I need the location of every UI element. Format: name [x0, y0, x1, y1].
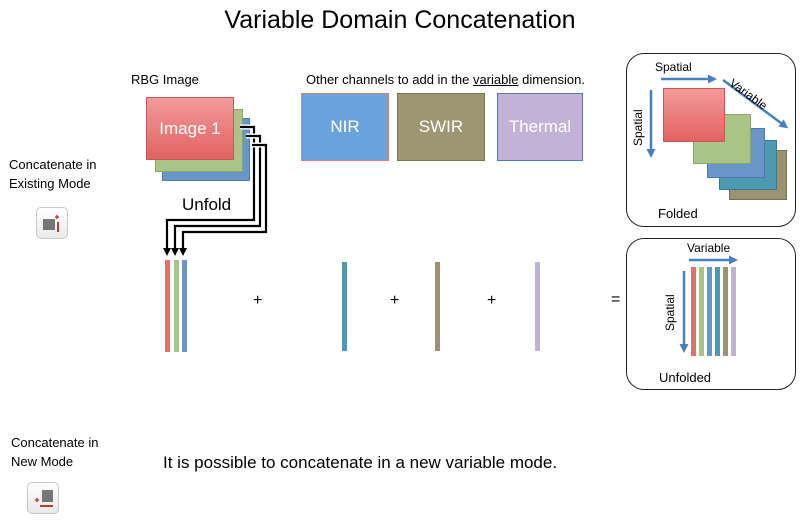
unfolded-bar-red — [691, 267, 696, 356]
bar-red — [165, 260, 170, 352]
plus-sign-1: + — [253, 292, 263, 309]
unfolded-variable: Variable — [687, 241, 731, 255]
plus-sign-3: + — [487, 292, 497, 309]
unfolded-axes — [679, 255, 738, 353]
channels-caption: Other channels to add in the variable di… — [306, 72, 585, 87]
folded-spatial-top: Spatial — [655, 60, 692, 74]
unfolded-bar-blue — [707, 267, 712, 356]
rows-plus-icon — [35, 490, 53, 507]
bar-green — [174, 260, 179, 352]
page-title: Variable Domain Concatenation — [224, 6, 576, 34]
unfold-label: Unfold — [182, 195, 232, 214]
concatenate-existing-mode-icon[interactable] — [36, 207, 68, 239]
unfolded-bar-lavender — [731, 267, 736, 356]
unfolded-caption: Unfolded — [659, 370, 712, 385]
equals-sign: = — [611, 291, 621, 308]
plus-sign-2: + — [390, 292, 400, 309]
barcode-plus-icon — [43, 215, 59, 232]
existing-mode-label: Concatenate in Existing Mode — [9, 157, 97, 191]
folded-axes — [646, 74, 789, 158]
channel-thermal: Thermal — [497, 93, 583, 161]
concatenate-new-mode-icon[interactable] — [27, 482, 59, 514]
rgb-layer-red: Image 1 — [146, 97, 234, 160]
channel-swir: SWIR — [397, 93, 485, 161]
bar-swir — [435, 262, 440, 351]
folded-layer-red — [663, 88, 725, 142]
unfolded-panel: Variable Spatial Unfolded — [626, 238, 796, 390]
bar-thermal — [535, 262, 540, 351]
new-mode-label: Concatenate in New Mode — [11, 435, 99, 469]
image-1-label: Image 1 — [159, 118, 221, 138]
unfolded-bar-green — [699, 267, 704, 356]
unfolded-bar-olive — [723, 267, 728, 356]
bar-blue — [182, 260, 187, 352]
unfolded-spatial: Spatial — [663, 294, 677, 331]
bar-nir — [342, 262, 347, 351]
rgb-image-label: RBG Image — [131, 72, 199, 87]
channel-nir: NIR — [301, 93, 389, 161]
folded-caption: Folded — [658, 206, 698, 221]
unfolded-bar-teal — [715, 267, 720, 356]
new-mode-note: It is possible to concatenate in a new v… — [163, 453, 558, 472]
folded-spatial-left: Spatial — [631, 109, 645, 146]
folded-panel: Spatial Variable Spatial Folded — [626, 53, 796, 227]
